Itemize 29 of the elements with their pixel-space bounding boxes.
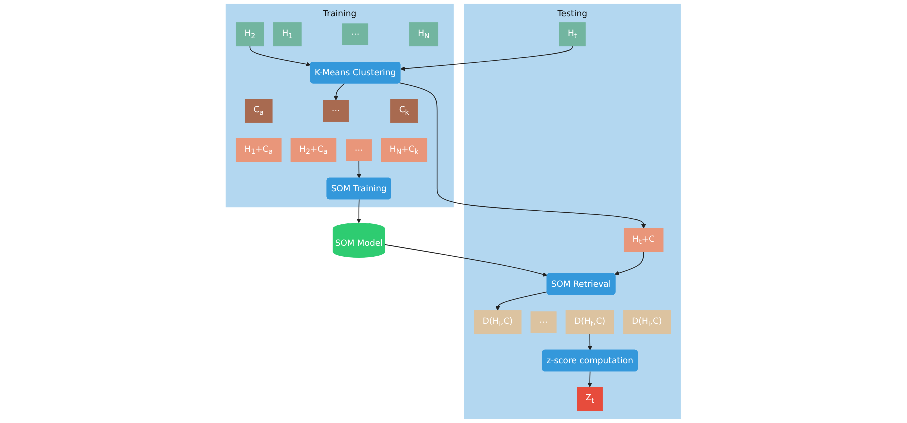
arrow	[356, 160, 362, 179]
node-box: ⋯	[342, 24, 369, 46]
arrow	[588, 334, 593, 351]
arrow	[250, 46, 312, 67]
node-box: D(H$_{t}$,C)	[566, 310, 614, 335]
node-box: H$_{2}$	[236, 22, 264, 47]
arrow	[334, 83, 346, 101]
arrow	[356, 199, 362, 224]
node-box: Z$_{t}$	[577, 387, 604, 412]
node-box: ⋯	[346, 140, 372, 162]
node-box: H$_{N}$+C$_{k}$	[381, 138, 428, 162]
node-box: C$_{a}$	[245, 99, 273, 124]
node-box: H$_{t}$+C	[624, 228, 664, 252]
node-box: D(H$_{i}$,C)	[474, 310, 522, 335]
node-box: C$_{k}$	[390, 99, 418, 124]
arrow	[588, 371, 592, 388]
node-box: H$_{N}$	[409, 22, 439, 47]
node-box: H$_{2}$+C$_{a}$	[290, 138, 337, 162]
node-box: H$_{t}$	[559, 22, 586, 47]
arrow	[384, 244, 548, 277]
node-box: H$_{1}$+C$_{a}$	[236, 138, 282, 162]
node-box: ⋯	[530, 312, 557, 334]
arrow	[496, 292, 548, 311]
node-box: D(H$_{i}$,C)	[623, 310, 671, 335]
arrow	[614, 252, 644, 276]
arrow	[400, 46, 573, 72]
arrow	[399, 82, 646, 229]
node-box: ⋯	[323, 100, 350, 122]
node-box: H$_{1}$	[273, 22, 302, 47]
